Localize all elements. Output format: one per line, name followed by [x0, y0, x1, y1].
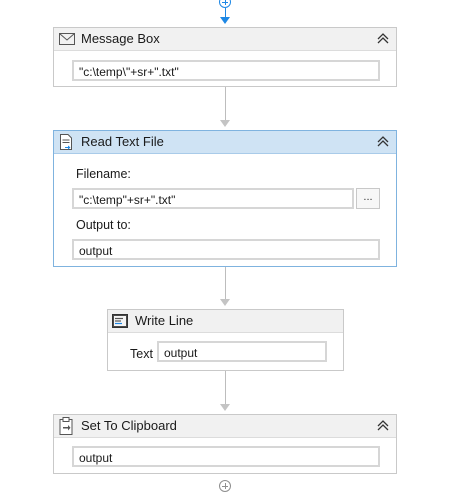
collapse-icon[interactable] [376, 31, 390, 45]
message-box-activity[interactable]: Message Box "c:\temp\"+sr+".txt" [53, 27, 397, 87]
clipboard-icon [59, 417, 73, 435]
arrow-down-icon [220, 404, 230, 411]
read-text-file-icon [60, 134, 72, 150]
read-text-file-title: Read Text File [81, 134, 164, 149]
write-line-text-field[interactable]: output [157, 341, 327, 362]
output-to-field[interactable]: output [72, 239, 380, 260]
arrow-down-icon [220, 299, 230, 306]
message-box-title: Message Box [81, 31, 160, 46]
set-to-clipboard-text-field[interactable]: output [72, 446, 380, 467]
message-box-text-field[interactable]: "c:\temp\"+sr+".txt" [72, 60, 380, 81]
filename-field[interactable]: "c:\temp"+sr+".txt" [72, 188, 354, 209]
set-to-clipboard-activity[interactable]: Set To Clipboard output [53, 414, 397, 474]
set-to-clipboard-header[interactable]: Set To Clipboard [54, 415, 396, 438]
add-activity-top-icon[interactable] [219, 0, 231, 8]
arrow-down-icon [220, 120, 230, 127]
set-to-clipboard-title: Set To Clipboard [81, 418, 177, 433]
connector-2 [225, 267, 226, 299]
output-to-label: Output to: [76, 218, 131, 232]
connector-top [225, 8, 226, 17]
arrow-down-icon [220, 17, 230, 24]
connector-1 [225, 87, 226, 120]
message-box-icon [59, 33, 75, 45]
message-box-header[interactable]: Message Box [54, 28, 396, 51]
filename-label: Filename: [76, 167, 131, 181]
write-line-text-label: Text [130, 347, 153, 361]
collapse-icon[interactable] [376, 134, 390, 148]
write-line-title: Write Line [135, 313, 194, 328]
write-line-activity[interactable]: Write Line Text output [107, 309, 344, 371]
add-activity-bottom-icon[interactable] [219, 480, 231, 492]
connector-3 [225, 371, 226, 404]
write-line-icon [112, 314, 128, 328]
write-line-header[interactable]: Write Line [108, 310, 343, 333]
collapse-icon[interactable] [376, 418, 390, 432]
read-text-file-header[interactable]: Read Text File [54, 131, 396, 154]
browse-button[interactable]: ... [356, 188, 380, 209]
read-text-file-activity[interactable]: Read Text File Filename: "c:\temp"+sr+".… [53, 130, 397, 267]
